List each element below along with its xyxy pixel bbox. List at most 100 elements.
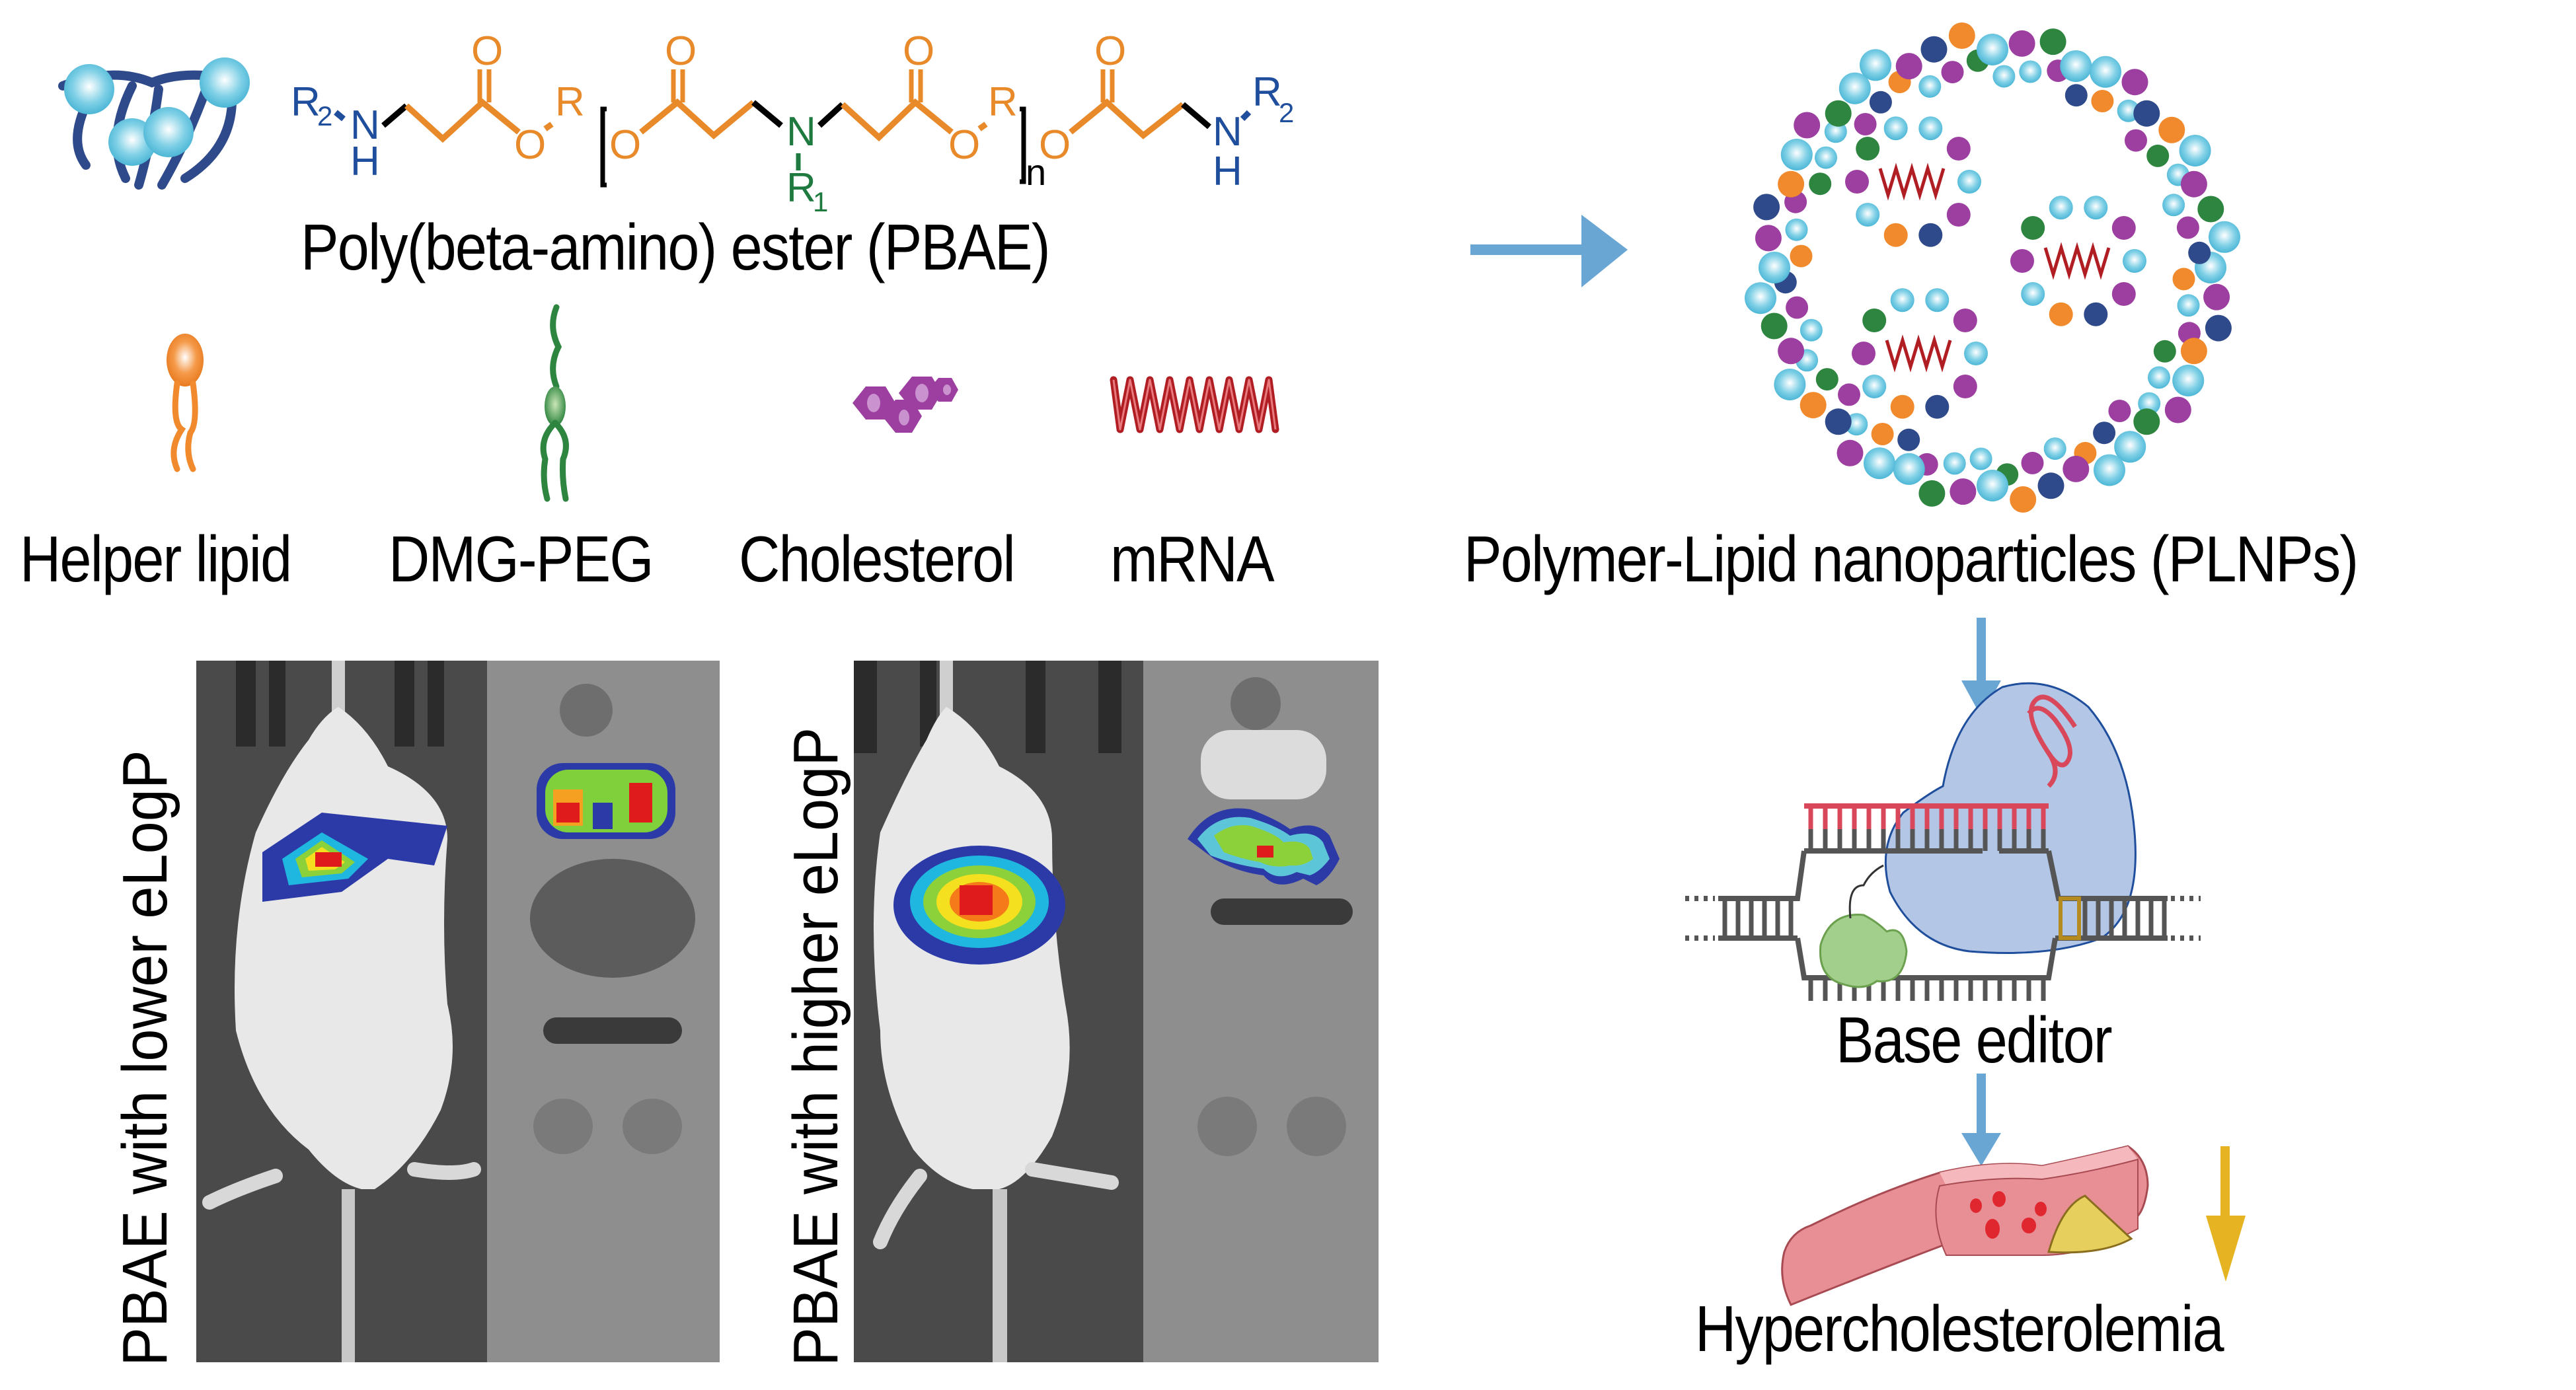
atom-o-carbonyl-4: O [1094, 28, 1126, 74]
outcome-label: Hypercholesterolemia [1695, 1292, 2224, 1365]
nanoparticle-component [2063, 455, 2090, 482]
nanoparticle-component [2049, 196, 2073, 220]
nanoparticle-component [1890, 394, 1914, 419]
component-label-helper-lipid: Helper lipid [20, 523, 292, 595]
nanoparticle-component [1794, 112, 1821, 139]
nanoparticle-component [2180, 338, 2207, 365]
nanoparticle-component [2123, 249, 2146, 273]
nanoparticle-component [1897, 428, 1920, 451]
nanoparticle-component [1759, 252, 1790, 283]
atom-r1: R [786, 165, 816, 211]
nanoparticle-component [2203, 283, 2230, 311]
nanoparticle-component [1918, 116, 1943, 141]
component-label-mrna: mRNA [1110, 523, 1275, 595]
nanoparticle-component [2084, 196, 2108, 220]
atom-r2-left-sub: 2 [317, 100, 332, 131]
polymer-icon [58, 57, 250, 190]
nanoparticle-component [2065, 84, 2088, 107]
mouse-lower-illustration [202, 661, 695, 1362]
atom-n-right: N [1213, 109, 1242, 155]
nanoparticle-component [2197, 196, 2224, 223]
nanoparticle-component [2125, 129, 2147, 152]
atom-o-ester-1: O [514, 122, 546, 168]
imaging-label-higher: PBAE with higher eLogP [780, 727, 851, 1366]
nanoparticle-component [1778, 338, 1805, 365]
imaging-label-lower: PBAE with lower eLogP [110, 750, 180, 1366]
nanoparticle-component [1838, 383, 1860, 406]
nanoparticle-component [1845, 170, 1869, 194]
atom-r2-right: R [1252, 69, 1282, 115]
nanoparticle-component [1964, 342, 1988, 365]
nanoparticle-component [2084, 302, 2108, 326]
nanoparticle-component [2205, 314, 2232, 342]
nanoparticle-component [1977, 34, 2008, 65]
cholesterol-icon [852, 377, 958, 433]
decrease-arrow-icon [2206, 1146, 2246, 1282]
edited-base [2059, 896, 2081, 940]
atom-o-carbonyl-2: O [665, 28, 697, 74]
nanoparticle-component [1745, 282, 1776, 314]
nanoparticle-component [2108, 400, 2131, 422]
nanoparticle-component [2037, 472, 2065, 499]
nanoparticle-component [2180, 170, 2207, 198]
cas-protein [1884, 682, 2137, 954]
atom-o-ester-2: O [609, 122, 641, 168]
nanoparticle-component [2010, 486, 2037, 513]
atom-r-2: R [988, 79, 1018, 125]
nanoparticle-component [1920, 36, 1948, 63]
atom-r2-right-sub: 2 [1279, 97, 1294, 128]
nanoparticle-component [2090, 55, 2121, 88]
plaque [2047, 1194, 2133, 1254]
base-editor-label: Base editor [1836, 1004, 2113, 1076]
nanoparticle-component [2121, 69, 2148, 96]
liver-higher-heatmap [1188, 808, 1340, 885]
nanoparticle-component [1992, 65, 2016, 88]
nanoparticle-component [1753, 194, 1780, 221]
nanoparticle-component [1785, 218, 1808, 241]
nanoparticle-component [2188, 241, 2211, 264]
nanoparticle-component [1918, 480, 1946, 507]
nanoparticle-icon [1745, 22, 2240, 513]
nanoparticle-component [2060, 50, 2092, 83]
nanoparticle-component [1809, 172, 1832, 196]
nanoparticle-component [1837, 439, 1864, 466]
nanoparticle-component [1946, 203, 1971, 227]
nanoparticle-component [1786, 296, 1809, 319]
nanoparticle-component [2111, 216, 2136, 240]
atom-o-carbonyl-1: O [471, 28, 503, 74]
nanoparticle-mrna [1885, 334, 1952, 373]
nanoparticle-component [1869, 91, 1892, 114]
nanoparticle-component [1856, 137, 1880, 161]
component-label-cholesterol: Cholesterol [739, 523, 1016, 595]
nanoparticle-component [1838, 72, 1871, 104]
nanoparticle-component [2164, 396, 2191, 423]
nanoparticle-component [2114, 431, 2146, 463]
nanoparticle-component [2148, 366, 2170, 389]
nanoparticle-component [2008, 30, 2035, 57]
atom-repeat-n: n [1026, 151, 1046, 193]
nanoparticle-component [1755, 225, 1782, 252]
nanoparticle-component [2049, 302, 2073, 326]
arrow-right-icon [1470, 215, 1628, 287]
nanoparticle-component [1948, 22, 1975, 49]
nanoparticle-component [2019, 60, 2042, 83]
nanoparticle-component [1799, 318, 1823, 342]
nanoparticle-component [2133, 100, 2160, 127]
nanoparticle-component [2021, 216, 2045, 240]
nanoparticle-component [1957, 170, 1981, 194]
atom-o-ester-3: O [948, 122, 980, 168]
atom-o-ester-4: O [1039, 122, 1071, 168]
arrow-down-icon [1961, 618, 2001, 717]
nanoparticle-component [1860, 49, 1891, 81]
nanoparticle-component [2111, 282, 2136, 306]
helper-lipid-icon [167, 334, 204, 472]
nanoparticle-component [1918, 75, 1942, 98]
mouse-higher-illustration [854, 661, 1353, 1362]
nanoparticle-component [1825, 100, 1852, 127]
nanoparticle-component [2153, 340, 2176, 363]
nanoparticle-component [1774, 369, 1806, 400]
nanoparticle-component [1969, 447, 1992, 470]
nanoparticle-component [1799, 392, 1827, 419]
atom-h-right: H [1213, 149, 1242, 194]
nanoparticle-mrna [2043, 242, 2111, 280]
